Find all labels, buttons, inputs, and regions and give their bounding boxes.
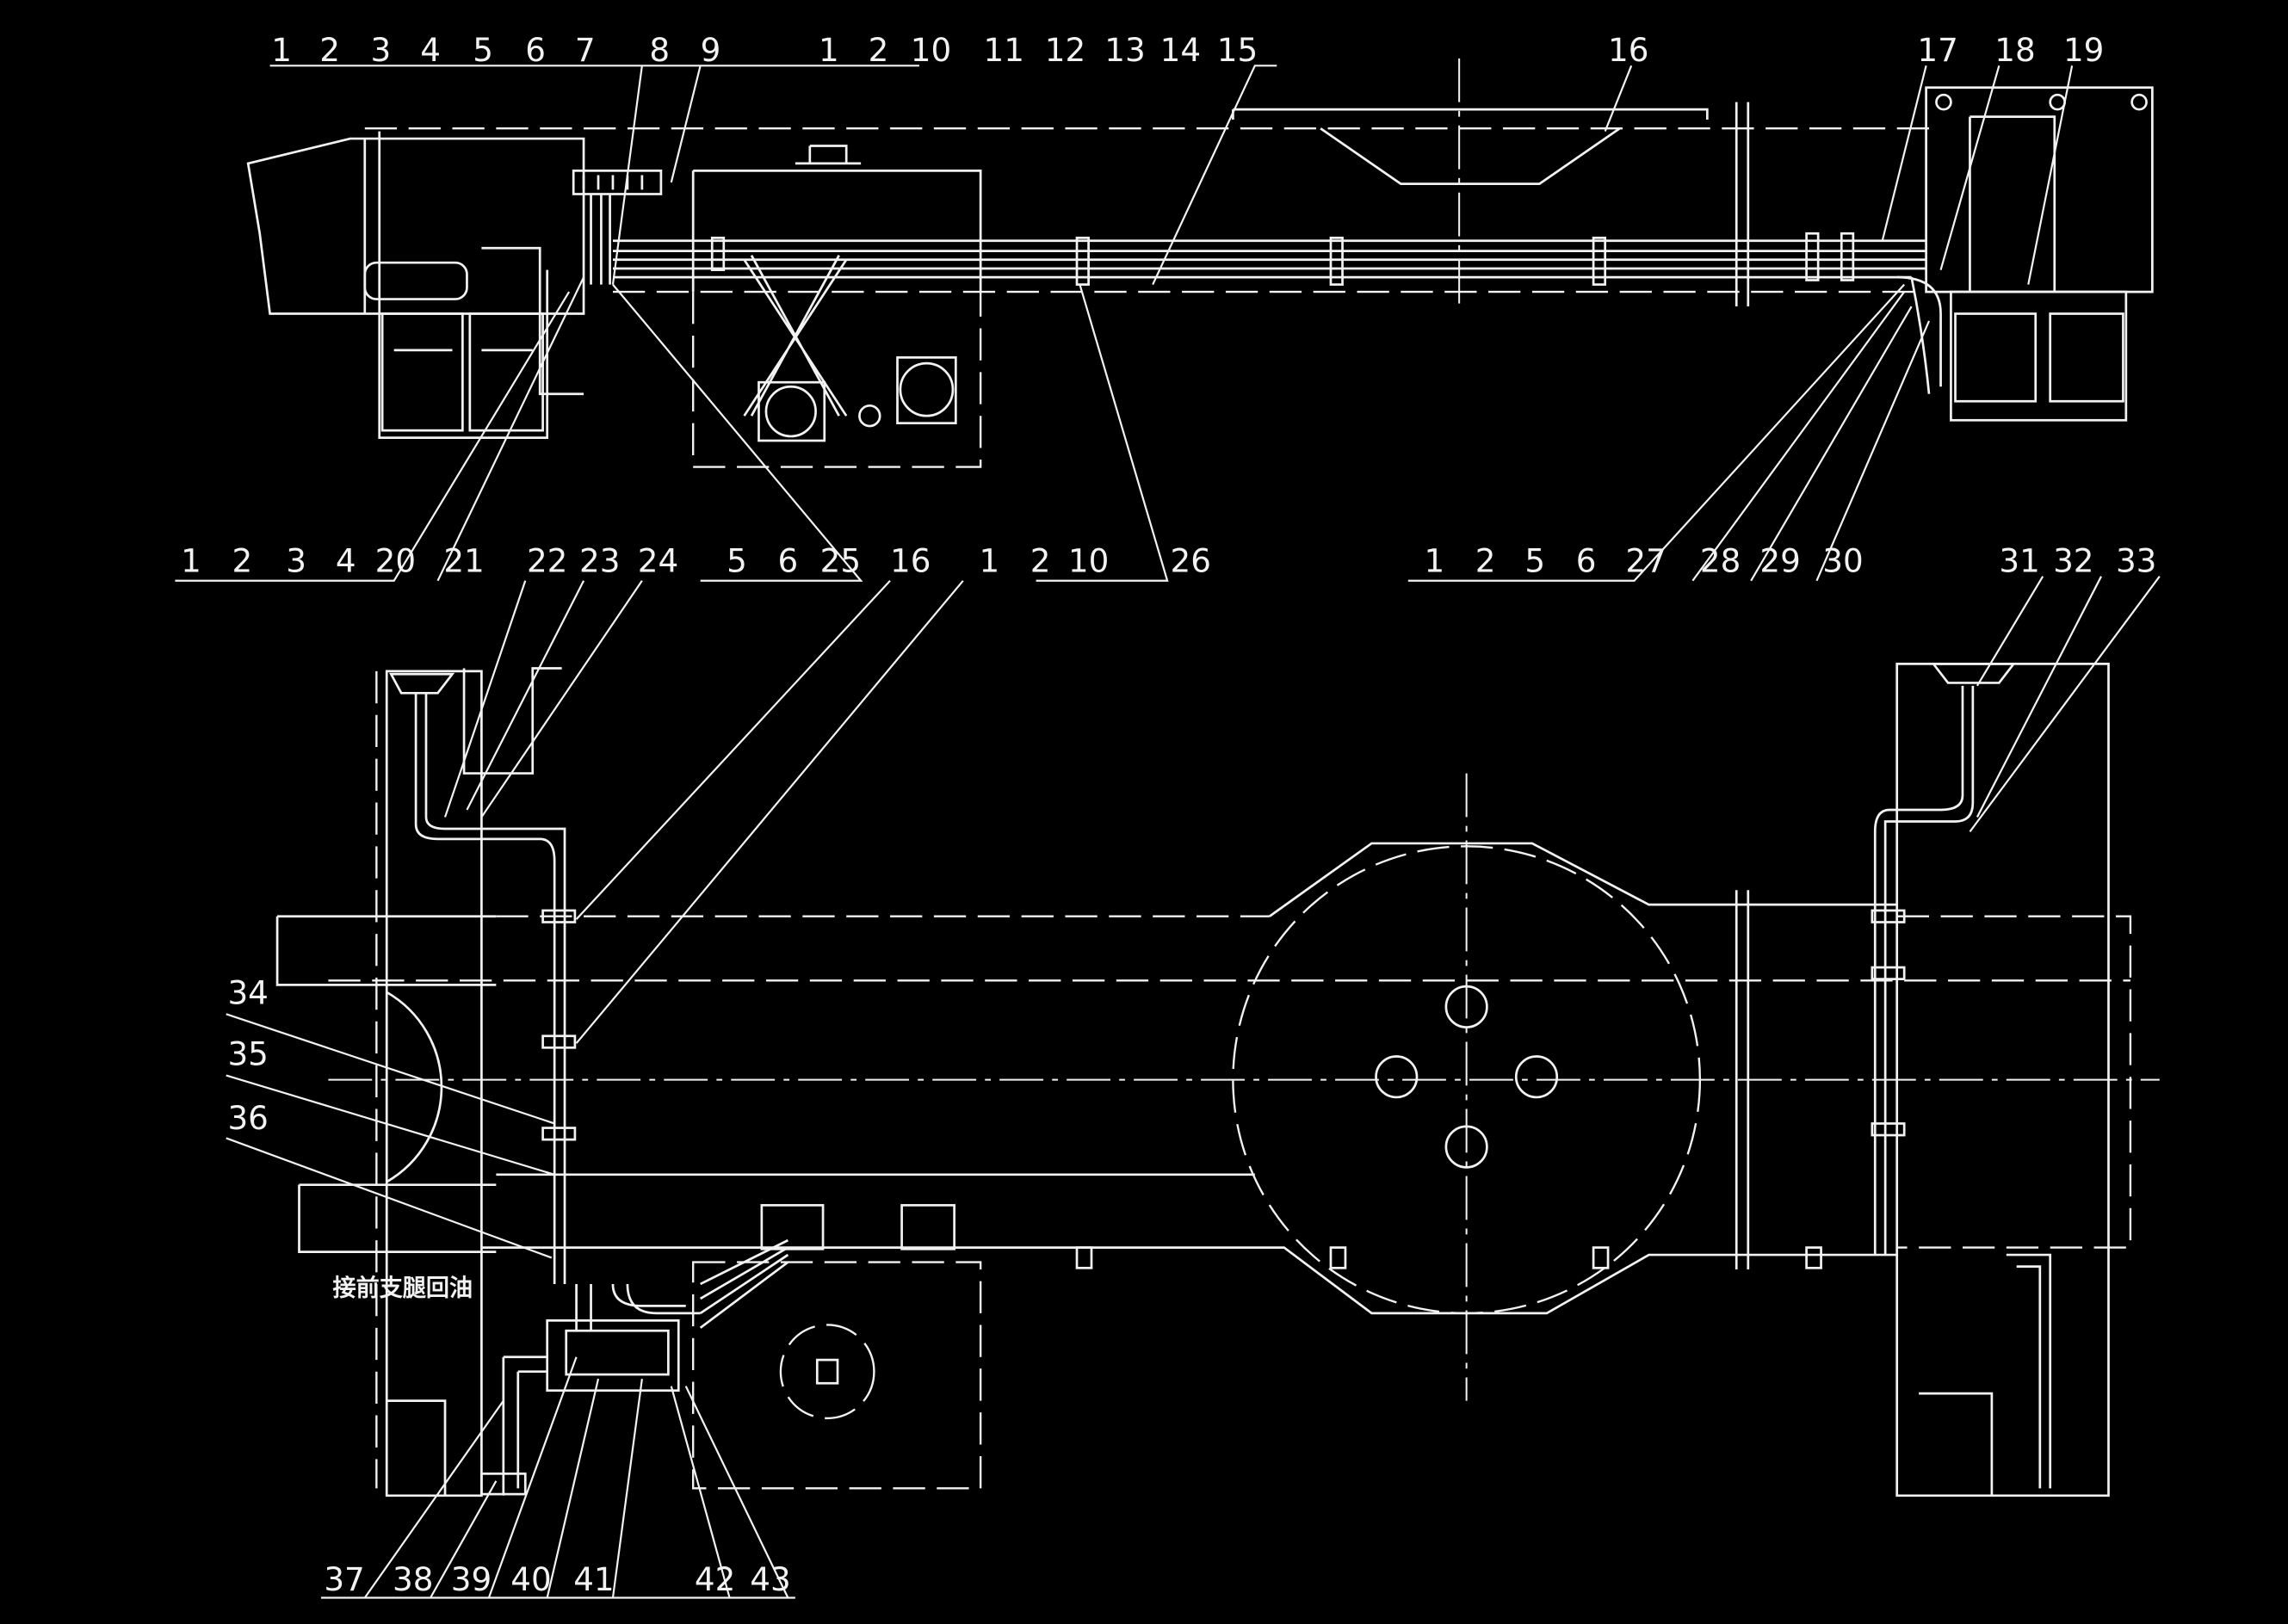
callout-mid-row-labels-26: 32: [2053, 542, 2093, 580]
callout-top-row-labels-15: 14: [1160, 31, 1201, 69]
callout-mid-row-labels-3: 4: [336, 542, 356, 580]
callout-bottom-row-labels-2: 39: [451, 1560, 492, 1598]
callout-left-labels-0: 34: [227, 973, 268, 1011]
callout-top-row-labels-17: 16: [1608, 31, 1648, 69]
callout-mid-row-labels-19: 5: [1524, 542, 1545, 580]
callout-bottom-row-labels-6: 43: [750, 1560, 790, 1598]
callout-top-row-labels-7: 8: [649, 31, 670, 69]
callout-mid-row-labels-13: 1: [979, 542, 999, 580]
callout-top-row-labels-14: 13: [1104, 31, 1145, 69]
plan-view: [275, 663, 2160, 1497]
callout-bottom-row-labels-4: 41: [573, 1560, 614, 1598]
callout-left-labels-2: 36: [227, 1099, 268, 1137]
callout-mid-row-labels-10: 6: [778, 542, 799, 580]
callout-mid-row-labels-22: 28: [1700, 542, 1741, 580]
callout-top-row-labels-6: 7: [575, 31, 596, 69]
callout-mid-row-labels-23: 29: [1759, 542, 1800, 580]
callout-mid-row-labels-8: 24: [638, 542, 678, 580]
callout-mid-row-labels-12: 16: [890, 542, 931, 580]
callout-mid-row-labels-1: 2: [232, 542, 253, 580]
callout-mid-row-labels-17: 1: [1424, 542, 1444, 580]
callout-bottom-row-labels-3: 40: [510, 1560, 551, 1598]
callout-mid-row-labels-25: 31: [1999, 542, 2039, 580]
callout-top-row-labels-9: 1: [819, 31, 839, 69]
callout-top-row-labels-20: 19: [2063, 31, 2104, 69]
callout-mid-row-labels-15: 10: [1068, 542, 1109, 580]
callout-mid-row-labels-4: 20: [375, 542, 416, 580]
callout-mid-row-labels-14: 2: [1030, 542, 1051, 580]
callout-top-row-labels-1: 2: [319, 31, 340, 69]
callout-mid-row-labels-20: 6: [1576, 542, 1597, 580]
return-oil-note: 接前支腿回油: [332, 1275, 473, 1302]
callout-mid-row-labels-5: 21: [443, 542, 484, 580]
callout-top-row-labels-13: 12: [1045, 31, 1085, 69]
callout-mid-row-labels-16: 26: [1171, 542, 1211, 580]
callout-mid-row-labels-9: 5: [727, 542, 747, 580]
callout-top-row-labels-11: 10: [911, 31, 951, 69]
callout-top-row-labels-19: 18: [1994, 31, 2035, 69]
callout-mid-row-labels-2: 3: [286, 542, 306, 580]
callout-top-row-labels-10: 2: [869, 31, 889, 69]
callout-mid-row-labels-21: 27: [1625, 542, 1666, 580]
callout-bottom-row-labels-5: 42: [695, 1560, 735, 1598]
callout-top-row-labels-4: 5: [473, 31, 493, 69]
callout-top-row-labels-2: 3: [371, 31, 392, 69]
callout-bottom-row-labels-1: 38: [393, 1560, 433, 1598]
callout-mid-row-labels-24: 30: [1822, 542, 1863, 580]
callout-top-row-labels-18: 17: [1917, 31, 1957, 69]
callout-mid-row-labels-0: 1: [181, 542, 201, 580]
callout-bottom-row-labels-0: 37: [324, 1560, 364, 1598]
callout-top-row-labels-12: 11: [984, 31, 1024, 69]
callout-top-row-labels-8: 9: [701, 31, 721, 69]
callout-mid-row-labels-7: 23: [579, 542, 620, 580]
callout-top-row-labels-5: 6: [525, 31, 546, 69]
callout-mid-row-labels-18: 2: [1475, 542, 1496, 580]
callout-mid-row-labels-11: 25: [820, 542, 861, 580]
callout-mid-row-labels-27: 33: [2116, 542, 2156, 580]
callout-top-row-labels-16: 15: [1217, 31, 1258, 69]
callout-left-labels-1: 35: [227, 1035, 268, 1073]
callout-top-row-labels-0: 1: [271, 31, 292, 69]
callout-top-row-labels-3: 4: [420, 31, 441, 69]
leader-lines: [175, 65, 2161, 1599]
callout-mid-row-labels-6: 22: [527, 542, 567, 580]
